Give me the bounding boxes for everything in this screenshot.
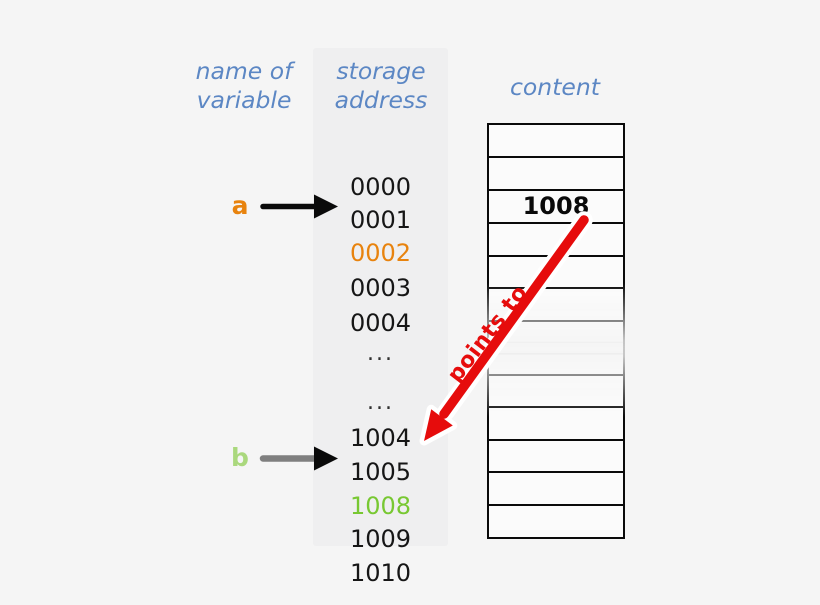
memory-cell — [489, 341, 623, 374]
memory-cell — [489, 125, 623, 158]
header-storage-line2: address — [334, 86, 428, 114]
variable-a-label: a — [231, 191, 249, 220]
header-content: content — [470, 73, 640, 102]
memory-cell — [489, 406, 623, 439]
address-1005: 1005 — [349, 458, 412, 486]
address-0001: 0001 — [349, 206, 412, 234]
header-name-line2: variable — [196, 86, 292, 114]
memory-cell — [489, 224, 623, 257]
header-name-line1: name of — [195, 57, 293, 85]
memory-cell-value: 1008 — [489, 191, 623, 224]
address-ellipsis: ... — [367, 341, 394, 366]
memory-cell — [489, 471, 623, 504]
address-1009: 1009 — [349, 525, 412, 553]
memory-cell — [489, 438, 623, 472]
address-1004: 1004 — [349, 424, 412, 452]
address-0002: 0002 — [349, 239, 412, 267]
address-ellipsis: ... — [367, 390, 394, 415]
address-1008: 1008 — [349, 492, 412, 520]
header-content-label: content — [510, 73, 600, 101]
address-0000: 0000 — [349, 173, 412, 201]
memory-cell — [489, 503, 623, 537]
header-storage-address: storage address — [296, 57, 466, 115]
header-storage-line1: storage — [336, 57, 426, 85]
address-0004: 0004 — [349, 309, 412, 337]
address-1010: 1010 — [349, 559, 412, 587]
address-list: 0000 0001 0002 0003 0004...... 1004 1005 1008 10… — [313, 48, 448, 587]
memory-cell — [489, 373, 623, 407]
header-name-of-variable: name of variable — [159, 57, 329, 115]
memory-cell — [489, 158, 623, 191]
address-0003: 0003 — [349, 274, 412, 302]
content-table-bottom — [487, 341, 625, 539]
variable-b-label: b — [231, 443, 249, 472]
